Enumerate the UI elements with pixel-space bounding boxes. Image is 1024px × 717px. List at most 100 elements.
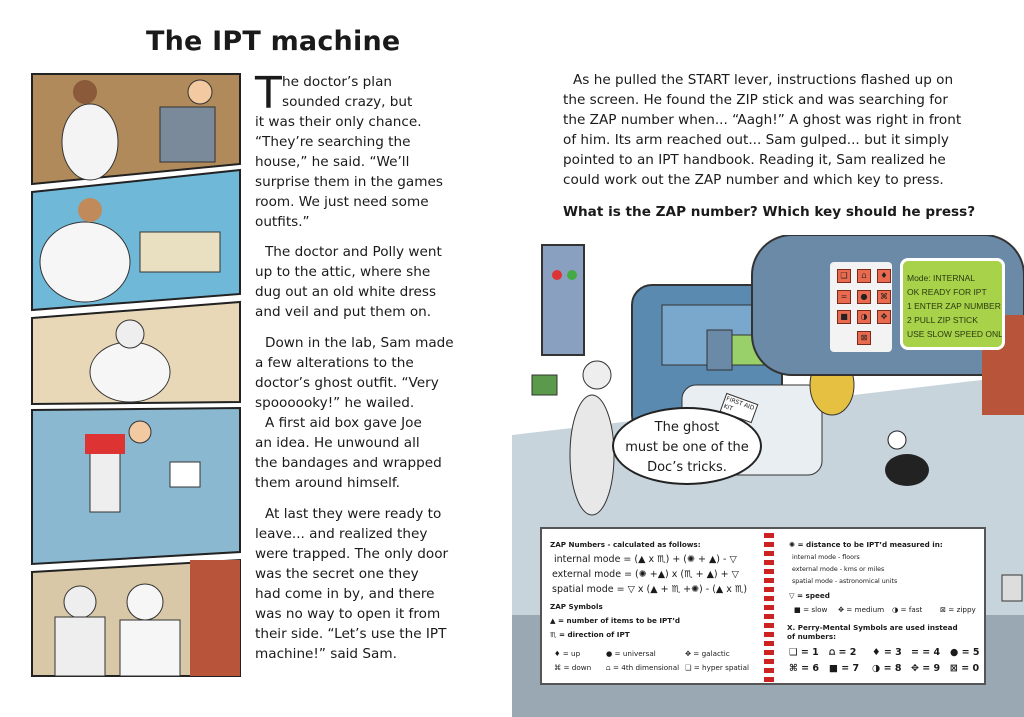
text-line: Down in the lab, Sam made bbox=[265, 335, 454, 351]
number-symbol: ❑ = 1 bbox=[789, 647, 819, 658]
key-0[interactable]: ⊠ bbox=[857, 330, 871, 345]
key-4[interactable]: = bbox=[837, 289, 851, 304]
key-6[interactable]: ⌘ bbox=[877, 289, 891, 304]
text-line: As he pulled the START lever, instructio… bbox=[573, 72, 954, 88]
speech-bubble: The ghost must be one of the Doc’s trick… bbox=[612, 407, 762, 485]
direction-symbol: ● = universal bbox=[606, 649, 656, 658]
bubble-line: must be one of the bbox=[625, 440, 749, 455]
mummy-sam bbox=[569, 394, 615, 516]
bubble-line: The ghost bbox=[654, 420, 720, 435]
formula-internal: internal mode = (▲ x ♏) + (✺ + ▲) - ▽ bbox=[554, 554, 737, 565]
cat bbox=[885, 454, 929, 486]
numbers-heading: X. Perry-Mental Symbols are used instead bbox=[787, 623, 958, 632]
puzzle-question: What is the ZAP number? Which key should… bbox=[563, 204, 976, 220]
number-symbol: ■ = 7 bbox=[829, 663, 860, 674]
symbols-heading: ZAP Symbols bbox=[550, 602, 603, 611]
direction-symbol: ♦ = up bbox=[554, 649, 581, 658]
ipt-handbook: ZAP Numbers - calculated as follows: int… bbox=[540, 527, 986, 685]
number-symbol: ◑ = 8 bbox=[872, 663, 902, 674]
direction-symbol: ⌘ = down bbox=[554, 663, 592, 672]
bubble-line: Doc’s tricks. bbox=[647, 460, 727, 475]
text-line: could work out the ZAP number and which … bbox=[563, 172, 944, 188]
text-line: was the secret one they bbox=[255, 566, 419, 582]
comic-panel-attic bbox=[31, 73, 241, 186]
text-line: and veil and put them on. bbox=[255, 304, 432, 320]
screen-line: 1 ENTER ZAP NUMBER NOW bbox=[907, 301, 1002, 311]
text-line: an idea. He unwound all bbox=[255, 435, 420, 451]
number-symbol: = = 4 bbox=[911, 647, 941, 658]
text-line: their side. “Let’s use the IPT bbox=[255, 626, 447, 642]
distance-unit: external mode - kms or miles bbox=[792, 566, 885, 573]
drop-cap: T bbox=[255, 68, 282, 119]
key-9[interactable]: ✥ bbox=[877, 310, 891, 324]
key-8[interactable]: ◑ bbox=[857, 310, 871, 324]
comic-panel-ghost-outfit bbox=[31, 300, 241, 406]
number-symbol: ⩍ = 2 bbox=[829, 647, 857, 658]
key-3[interactable]: ♦ bbox=[877, 269, 891, 283]
comic-strip-illustration bbox=[31, 73, 241, 677]
text-line: it was their only chance. bbox=[255, 114, 422, 130]
text-line: At last they were ready to bbox=[265, 506, 442, 522]
control-cabinet bbox=[541, 244, 585, 356]
paragraph-3: Down in the lab, Sam made a few alterati… bbox=[255, 333, 455, 493]
direction-symbol: ⩍ = 4th dimensional bbox=[606, 663, 680, 672]
number-symbol: ⌘ = 6 bbox=[789, 663, 819, 674]
distance-unit: spatial mode - astronomical units bbox=[792, 578, 898, 585]
text-line: a few alterations to the bbox=[255, 355, 414, 371]
comic-panel-dress bbox=[31, 168, 241, 312]
text-line: had come in by, and there bbox=[255, 586, 435, 602]
direction-symbol: ❑ = hyper spatial bbox=[685, 663, 749, 672]
formula-spatial: spatial mode = ▽ x (▲ + ♏ +✺) - (▲ x ♏) bbox=[552, 584, 748, 595]
key-2[interactable]: ⩍ bbox=[857, 269, 871, 283]
text-line: the screen. He found the ZIP stick and w… bbox=[563, 92, 948, 108]
paragraph-2: The doctor and Polly went up to the atti… bbox=[255, 242, 455, 322]
speed-symbol: ■ = slow bbox=[794, 605, 828, 614]
text-line: up to the attic, where she bbox=[255, 264, 431, 280]
text-line: outfits.” bbox=[255, 214, 310, 230]
speed-symbol: ⊠ = zippy bbox=[940, 605, 976, 614]
text-line: pointed to an IPT handbook. Reading it, … bbox=[563, 152, 946, 168]
number-symbol: ⊠ = 0 bbox=[950, 663, 980, 674]
screen-line: OK READY FOR IPT bbox=[907, 287, 987, 297]
distance-definition: ✺ = distance to be IPT’d measured in: bbox=[789, 540, 943, 549]
screen-line: Mode: INTERNAL bbox=[907, 273, 976, 283]
paragraph-5: At last they were ready to leave... and … bbox=[255, 504, 455, 664]
page-title: The IPT machine bbox=[146, 26, 401, 57]
story-paragraph: As he pulled the START lever, instructio… bbox=[563, 70, 983, 190]
direction-symbol: ✥ = galactic bbox=[685, 649, 730, 658]
paragraph-1-start: he doctor’s plan sounded crazy, but bbox=[282, 72, 482, 112]
text-line: leave... and realized they bbox=[255, 526, 428, 542]
text-line: was no way to open it from bbox=[255, 606, 441, 622]
key-7[interactable]: ■ bbox=[837, 310, 851, 324]
ipt-keypad: ❑ ⩍ ♦ = ● ⌘ ■ ◑ ✥ ⊠ bbox=[830, 262, 892, 352]
direction-definition: ♏ = direction of IPT bbox=[550, 630, 630, 639]
speed-symbol: ✥ = medium bbox=[838, 605, 885, 614]
number-symbol: ✥ = 9 bbox=[911, 663, 941, 674]
text-line: “They’re searching the bbox=[255, 134, 411, 150]
handbook-heading: ZAP Numbers - calculated as follows: bbox=[550, 540, 701, 549]
text-line: spoooooky!” he wailed. bbox=[255, 395, 415, 411]
text-line: A first aid box gave Joe bbox=[265, 415, 422, 431]
formula-external: external mode = (✺ +▲) x (♏ + ▲) + ▽ bbox=[552, 569, 739, 580]
numbers-heading: of numbers: bbox=[787, 632, 837, 641]
text-line: the ZAP number when... “Aagh!” A ghost w… bbox=[563, 112, 962, 128]
comic-panel-trapped bbox=[31, 558, 241, 677]
items-definition: ▲ = number of items to be IPT’d bbox=[550, 616, 681, 625]
text-line: them around himself. bbox=[255, 475, 400, 491]
ipt-screen: Mode: INTERNAL OK READY FOR IPT 1 ENTER … bbox=[900, 258, 1005, 350]
text-line: house,” he said. “We’ll bbox=[255, 154, 410, 170]
text-line: the bandages and wrapped bbox=[255, 455, 442, 471]
number-symbol: ♦ = 3 bbox=[872, 647, 902, 658]
text-line: were trapped. The only door bbox=[255, 546, 449, 562]
screen-line: USE SLOW SPEED ONLY bbox=[907, 329, 1005, 339]
notebook-spiral bbox=[764, 533, 774, 683]
key-1[interactable]: ❑ bbox=[837, 269, 851, 283]
text-line: surprise them in the games bbox=[255, 174, 443, 190]
text-line: room. We just need some bbox=[255, 194, 429, 210]
speed-symbol: ◑ = fast bbox=[892, 605, 923, 614]
key-5[interactable]: ● bbox=[857, 289, 871, 304]
screen-line: 2 PULL ZIP STICK bbox=[907, 315, 978, 325]
distance-unit: internal mode - floors bbox=[792, 554, 860, 561]
paragraph-1: it was their only chance. “They’re searc… bbox=[255, 112, 455, 232]
text-line: sounded crazy, but bbox=[282, 94, 413, 110]
